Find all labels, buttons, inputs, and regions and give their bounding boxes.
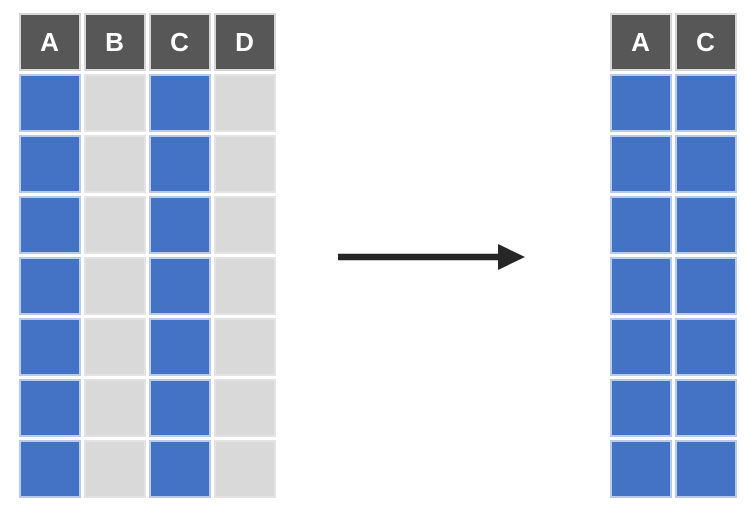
selected-data-cell bbox=[675, 257, 737, 315]
header-cell-C: C bbox=[149, 13, 211, 71]
unselected-data-cell bbox=[214, 196, 276, 254]
header-cell-A: A bbox=[19, 13, 81, 71]
selected-data-cell bbox=[610, 318, 672, 376]
header-cell-A: A bbox=[610, 13, 672, 71]
selected-data-cell bbox=[675, 379, 737, 437]
unselected-data-cell bbox=[84, 135, 146, 193]
unselected-data-cell bbox=[214, 257, 276, 315]
selected-data-cell bbox=[149, 318, 211, 376]
selected-data-cell bbox=[610, 196, 672, 254]
unselected-data-cell bbox=[84, 257, 146, 315]
right-arrow-icon bbox=[338, 244, 525, 270]
selected-data-cell bbox=[610, 379, 672, 437]
selected-data-cell bbox=[149, 379, 211, 437]
selected-data-cell bbox=[675, 318, 737, 376]
selected-data-cell bbox=[675, 74, 737, 132]
selected-data-cell bbox=[610, 74, 672, 132]
transform-arrow bbox=[336, 237, 528, 277]
selected-data-cell bbox=[19, 440, 81, 498]
unselected-data-cell bbox=[84, 74, 146, 132]
unselected-data-cell bbox=[84, 318, 146, 376]
unselected-data-cell bbox=[214, 379, 276, 437]
selected-data-cell bbox=[149, 440, 211, 498]
selected-data-cell bbox=[149, 74, 211, 132]
header-cell-C: C bbox=[675, 13, 737, 71]
selected-data-cell bbox=[19, 257, 81, 315]
selected-data-cell bbox=[149, 135, 211, 193]
selected-data-cell bbox=[675, 440, 737, 498]
unselected-data-cell bbox=[214, 440, 276, 498]
header-cell-D: D bbox=[214, 13, 276, 71]
unselected-data-cell bbox=[214, 74, 276, 132]
selected-data-cell bbox=[19, 196, 81, 254]
selected-data-cell bbox=[610, 440, 672, 498]
selected-data-cell bbox=[610, 135, 672, 193]
unselected-data-cell bbox=[84, 196, 146, 254]
unselected-data-cell bbox=[84, 379, 146, 437]
selected-data-cell bbox=[149, 257, 211, 315]
selected-data-cell bbox=[149, 196, 211, 254]
selected-data-cell bbox=[19, 318, 81, 376]
selected-data-cell bbox=[675, 196, 737, 254]
selected-data-cell bbox=[675, 135, 737, 193]
selected-data-cell bbox=[610, 257, 672, 315]
unselected-data-cell bbox=[214, 318, 276, 376]
selected-data-cell bbox=[19, 135, 81, 193]
unselected-data-cell bbox=[84, 440, 146, 498]
unselected-data-cell bbox=[214, 135, 276, 193]
selected-data-cell bbox=[19, 379, 81, 437]
selected-data-cell bbox=[19, 74, 81, 132]
header-cell-B: B bbox=[84, 13, 146, 71]
